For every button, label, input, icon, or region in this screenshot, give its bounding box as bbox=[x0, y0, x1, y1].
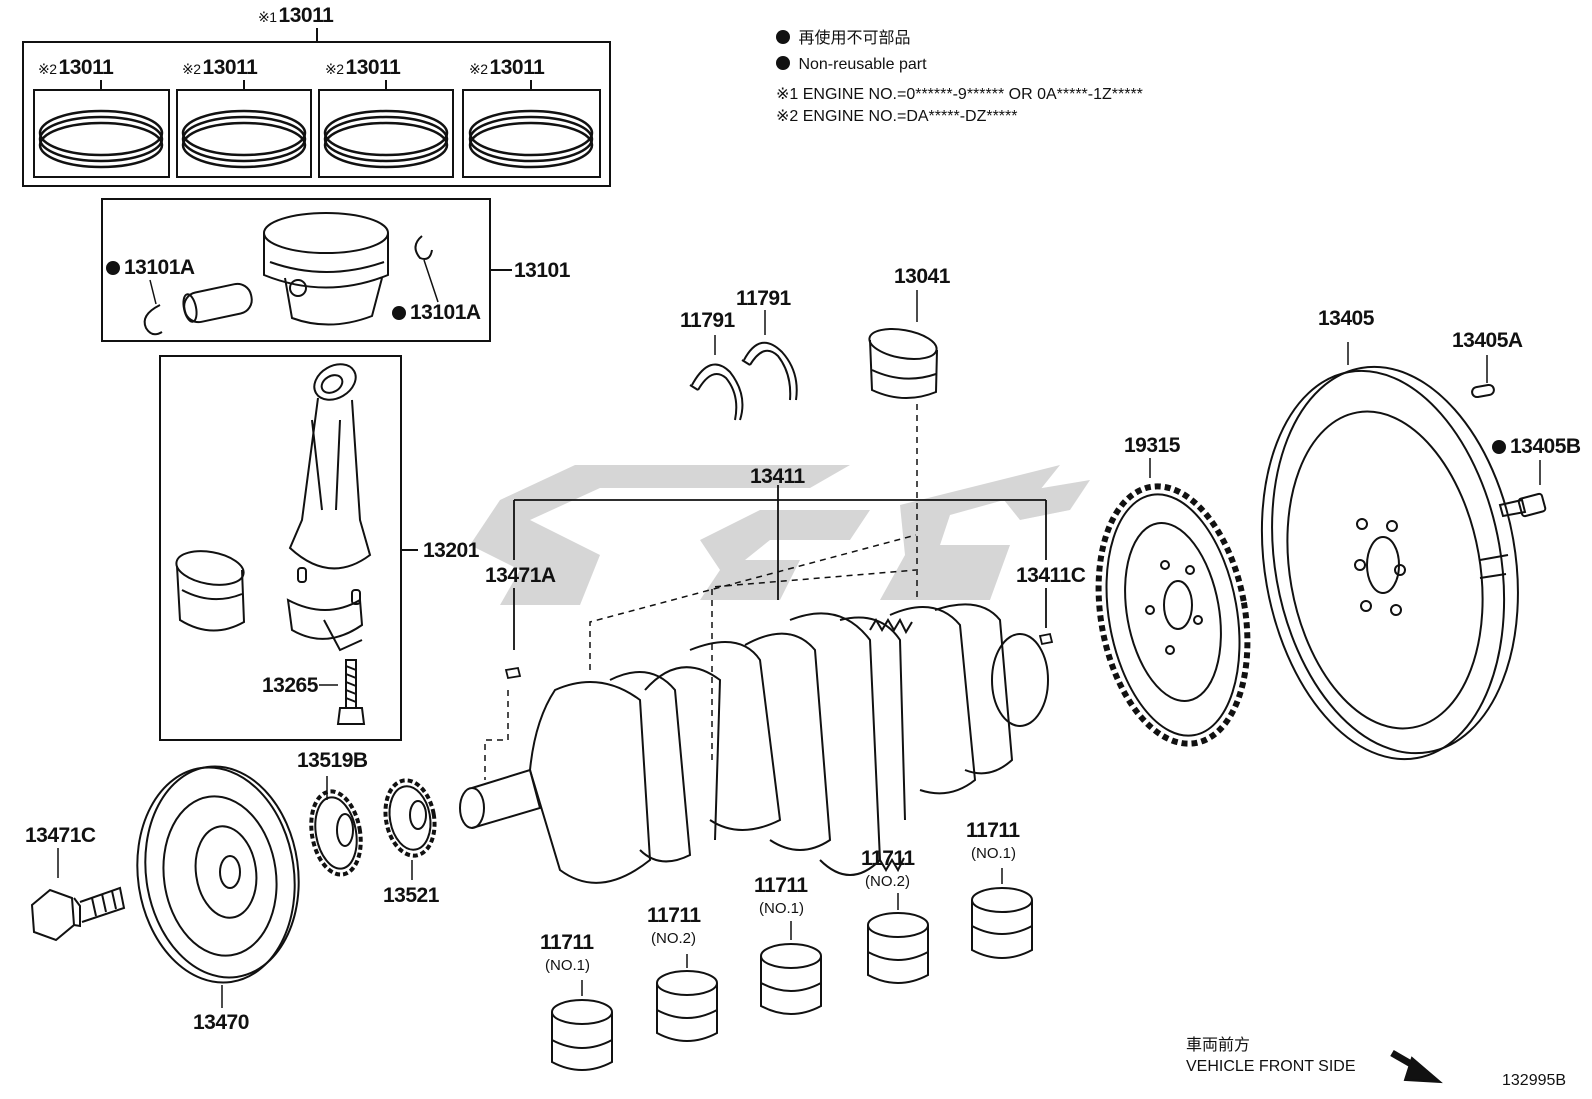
label-ring-4-text: 13011 bbox=[489, 56, 545, 79]
label-bearing-b[interactable]: 11711 bbox=[647, 904, 701, 927]
label-flywheel-bolt-text: 13405B bbox=[1510, 435, 1581, 458]
label-conrod-assy[interactable]: 13201 bbox=[423, 539, 479, 562]
label-bearing-a-sub: (NO.1) bbox=[545, 957, 590, 974]
non-reusable-dot-icon bbox=[776, 30, 790, 44]
pulley-icon bbox=[136, 765, 300, 1008]
sensor-plate-icon bbox=[1095, 458, 1251, 747]
mark-2: ※2 bbox=[469, 61, 488, 77]
crankshaft-bracket bbox=[504, 485, 1054, 680]
mark-2: ※2 bbox=[38, 61, 57, 77]
label-ring-3-text: 13011 bbox=[345, 56, 401, 79]
label-ring-1[interactable]: ※213011 bbox=[38, 56, 114, 80]
direction-jp: 車両前方 bbox=[1186, 1037, 1251, 1054]
label-ring-set[interactable]: ※113011 bbox=[258, 4, 334, 28]
mark-1: ※1 bbox=[258, 9, 277, 25]
label-ring-2[interactable]: ※213011 bbox=[182, 56, 258, 80]
label-flywheel[interactable]: 13405 bbox=[1318, 307, 1374, 330]
snap-ring-icons bbox=[143, 235, 439, 336]
label-sensor-plate[interactable]: 19315 bbox=[1124, 434, 1180, 457]
label-flywheel-bolt[interactable]: 13405B bbox=[1492, 436, 1581, 458]
label-bearing-c[interactable]: 11711 bbox=[754, 874, 808, 897]
legend-jp-text: 再使用不可部品 bbox=[798, 30, 911, 47]
label-ring-2-text: 13011 bbox=[202, 56, 258, 79]
label-crank-key[interactable]: 13471A bbox=[485, 564, 556, 587]
non-reusable-dot-icon bbox=[1492, 440, 1506, 454]
label-thrust-b[interactable]: 11791 bbox=[736, 287, 791, 310]
label-bearing-b-sub: (NO.2) bbox=[651, 930, 696, 947]
label-piston-snap-left-text: 13101A bbox=[124, 256, 195, 279]
conrod-icon bbox=[286, 363, 372, 652]
label-piston-snap-right[interactable]: 13101A bbox=[392, 302, 481, 324]
piston-box bbox=[101, 198, 512, 342]
gear-icon bbox=[383, 778, 437, 880]
label-conrod-bolt[interactable]: 13265 bbox=[262, 674, 318, 697]
piston-pin-icon bbox=[182, 282, 253, 324]
piston-icon bbox=[263, 212, 389, 326]
label-gear[interactable]: 13521 bbox=[383, 884, 439, 907]
pulley-bolt-icon bbox=[30, 848, 126, 942]
vehicle-front-arrow-icon bbox=[1390, 1049, 1443, 1084]
label-bearing-d-sub: (NO.2) bbox=[865, 873, 910, 890]
label-crankshaft[interactable]: 13411 bbox=[750, 465, 805, 488]
non-reusable-dot-icon bbox=[776, 56, 790, 70]
sprocket-icon bbox=[309, 776, 363, 877]
label-bearing-e[interactable]: 11711 bbox=[966, 819, 1020, 842]
label-flywheel-pin[interactable]: 13405A bbox=[1452, 329, 1523, 352]
crankshaft-dashed-lines bbox=[484, 534, 917, 780]
mark-2: ※2 bbox=[182, 61, 201, 77]
label-piston-snap-right-text: 13101A bbox=[410, 301, 481, 324]
label-conrod-bearing[interactable]: 13041 bbox=[894, 265, 950, 288]
engine-note-1: ※1 ENGINE NO.=0******-9****** OR 0A*****… bbox=[776, 86, 1143, 103]
non-reusable-dot-icon bbox=[392, 306, 406, 320]
conrod-box bbox=[159, 355, 418, 741]
label-ring-1-text: 13011 bbox=[58, 56, 114, 79]
legend-jp: 再使用不可部品 bbox=[776, 30, 910, 48]
conrod-bolt-icon bbox=[319, 659, 366, 725]
conrod-bearing-icon bbox=[175, 550, 246, 632]
mark-2: ※2 bbox=[325, 61, 344, 77]
label-piston-snap-left[interactable]: 13101A bbox=[106, 257, 195, 279]
label-thrust-a[interactable]: 11791 bbox=[680, 309, 735, 332]
label-bearing-c-sub: (NO.1) bbox=[759, 900, 804, 917]
label-ring-4[interactable]: ※213011 bbox=[469, 56, 545, 80]
label-piston-assy[interactable]: 13101 bbox=[514, 259, 570, 282]
label-crank-pin[interactable]: 13411C bbox=[1016, 564, 1086, 587]
label-pulley[interactable]: 13470 bbox=[193, 1011, 249, 1034]
label-sprocket[interactable]: 13519B bbox=[297, 749, 368, 772]
label-ring-3[interactable]: ※213011 bbox=[325, 56, 401, 80]
label-bearing-e-sub: (NO.1) bbox=[971, 845, 1016, 862]
label-pulley-bolt[interactable]: 13471C bbox=[25, 824, 96, 847]
flywheel-pin-icon bbox=[1471, 355, 1495, 399]
piston-ring-icons bbox=[38, 109, 594, 169]
main-bearing-icons bbox=[551, 868, 1033, 1071]
legend-en: Non-reusable part bbox=[776, 56, 927, 74]
flywheel-bolt-icon bbox=[1498, 460, 1547, 518]
crankshaft-icon bbox=[459, 603, 1049, 884]
direction-en: VEHICLE FRONT SIDE bbox=[1186, 1058, 1356, 1075]
label-bearing-d[interactable]: 11711 bbox=[861, 847, 915, 870]
label-ring-set-text: 13011 bbox=[278, 4, 334, 27]
label-bearing-a[interactable]: 11711 bbox=[540, 931, 594, 954]
diagram-id: 132995B bbox=[1502, 1072, 1567, 1089]
bearing-13041-icon bbox=[868, 290, 938, 600]
engine-note-2: ※2 ENGINE NO.=DA*****-DZ***** bbox=[776, 108, 1018, 125]
thrust-washer-icons bbox=[689, 310, 798, 421]
non-reusable-dot-icon bbox=[106, 261, 120, 275]
legend-en-text: Non-reusable part bbox=[798, 56, 927, 73]
ring-set-frame bbox=[22, 28, 611, 187]
flywheel-icon bbox=[1260, 342, 1519, 761]
